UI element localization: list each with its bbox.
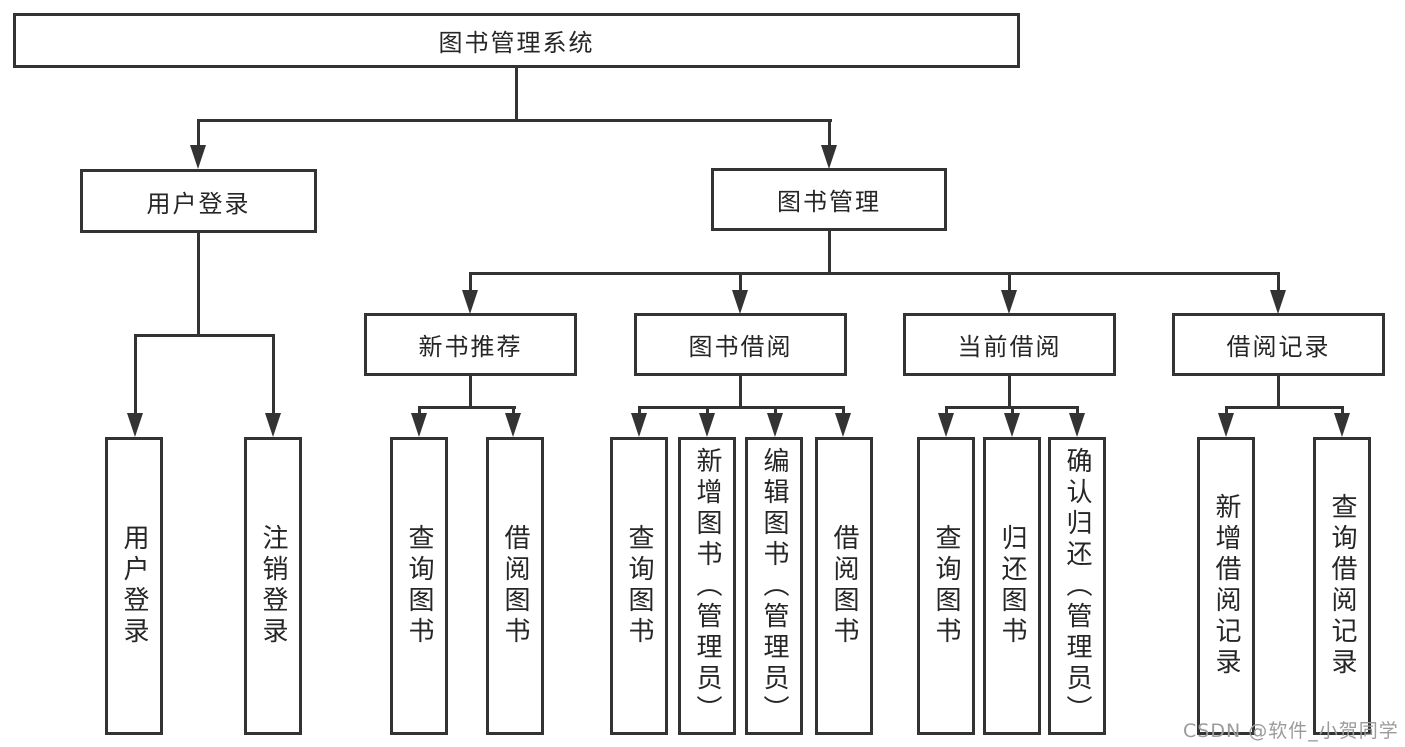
arrowhead-icon xyxy=(1270,290,1286,314)
leaf-user-login: 用户登录 xyxy=(105,437,163,735)
connector-line xyxy=(1076,406,1079,418)
arrowhead-icon xyxy=(265,413,281,437)
arrowhead-icon xyxy=(821,145,837,169)
arrowhead-icon xyxy=(1004,413,1020,437)
connector-line xyxy=(515,68,518,122)
leaf-add-borrow-record: 新增借阅记录 xyxy=(1197,437,1255,735)
arrowhead-icon xyxy=(1218,413,1234,437)
arrowhead-icon xyxy=(462,290,478,314)
leaf-add-book-admin: 新增图书（管理员） xyxy=(678,437,736,735)
connector-line xyxy=(1225,406,1343,409)
arrowhead-icon xyxy=(411,413,427,437)
leaf-query-books: 查询图书 xyxy=(390,437,448,735)
leaf-borrow-books: 借阅图书 xyxy=(486,437,544,735)
connector-line xyxy=(706,406,709,418)
connector-line xyxy=(828,231,831,275)
connector-line xyxy=(272,334,275,416)
connector-line xyxy=(512,406,515,418)
leaf-confirm-return-admin: 确认归还（管理员） xyxy=(1048,437,1106,735)
connector-line xyxy=(842,406,845,418)
arrowhead-icon xyxy=(631,413,647,437)
arrowhead-icon xyxy=(732,290,748,314)
connector-line xyxy=(774,406,777,418)
node-user-login: 用户登录 xyxy=(80,169,317,233)
connector-line xyxy=(638,406,641,418)
arrowhead-icon xyxy=(938,413,954,437)
arrowhead-icon xyxy=(505,413,521,437)
node-borrow-records: 借阅记录 xyxy=(1172,313,1385,376)
arrowhead-icon xyxy=(1001,290,1017,314)
connector-line xyxy=(1277,376,1280,408)
connector-line xyxy=(134,334,275,337)
arrowhead-icon xyxy=(767,413,783,437)
connector-line xyxy=(134,334,137,416)
connector-line xyxy=(418,406,516,409)
node-current-borrow: 当前借阅 xyxy=(903,313,1116,376)
connector-line xyxy=(1225,406,1228,418)
connector-line xyxy=(1341,406,1344,418)
connector-line xyxy=(418,406,421,418)
arrowhead-icon xyxy=(699,413,715,437)
connector-line xyxy=(1011,406,1014,418)
leaf-query-borrow-record: 查询借阅记录 xyxy=(1313,437,1371,735)
connector-line xyxy=(828,119,831,149)
leaf-query-books: 查询图书 xyxy=(917,437,975,735)
node-library-management-system: 图书管理系统 xyxy=(13,13,1020,68)
connector-line xyxy=(1277,272,1280,292)
connector-line xyxy=(197,233,200,337)
leaf-borrow-books: 借阅图书 xyxy=(815,437,873,735)
leaf-query-books: 查询图书 xyxy=(610,437,668,735)
connector-line xyxy=(1008,272,1011,292)
connector-line xyxy=(469,272,472,292)
leaf-edit-book-admin: 编辑图书（管理员） xyxy=(745,437,803,735)
node-book-management: 图书管理 xyxy=(711,168,947,231)
connector-line xyxy=(945,406,948,418)
arrowhead-icon xyxy=(835,413,851,437)
connector-line xyxy=(1008,376,1011,408)
connector-line xyxy=(739,376,742,408)
arrowhead-icon xyxy=(1069,413,1085,437)
arrowhead-icon xyxy=(190,145,206,169)
node-book-borrow: 图书借阅 xyxy=(634,313,847,376)
arrowhead-icon xyxy=(127,413,143,437)
connector-line xyxy=(638,406,845,409)
connector-line xyxy=(469,376,472,408)
arrowhead-icon xyxy=(1334,413,1350,437)
leaf-logout: 注销登录 xyxy=(244,437,302,735)
leaf-return-books: 归还图书 xyxy=(983,437,1041,735)
connector-line xyxy=(197,119,200,149)
connector-line xyxy=(469,272,1280,275)
connector-line xyxy=(197,119,832,122)
csdn-watermark: CSDN @软件_小贺同学 xyxy=(1183,720,1399,742)
connector-line xyxy=(739,272,742,292)
node-new-book-recommend: 新书推荐 xyxy=(364,313,577,376)
